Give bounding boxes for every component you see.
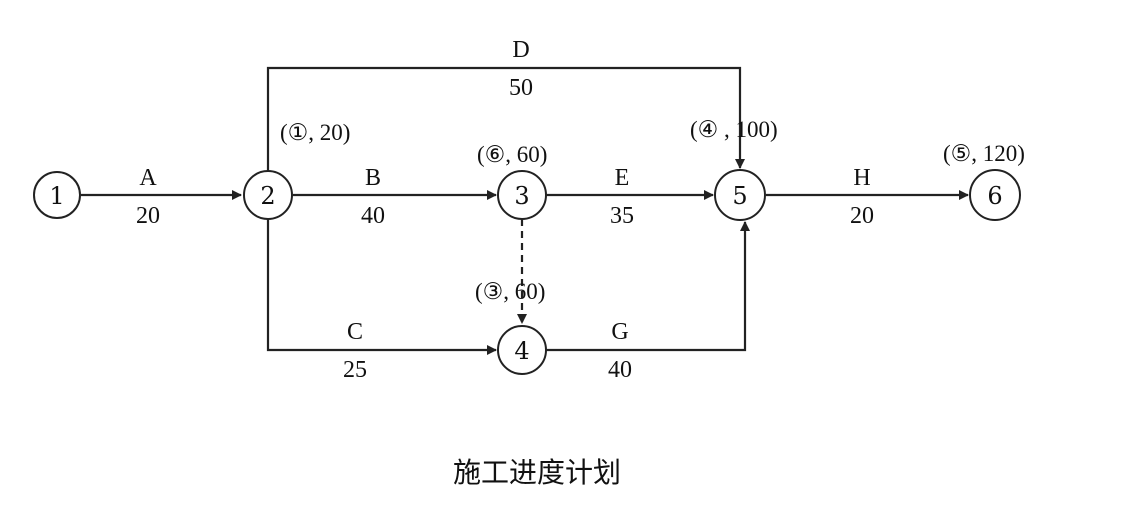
activity-E-duration: 35 (610, 203, 634, 229)
node-4-label: 4 (514, 337, 529, 365)
node-3: 3 (497, 170, 547, 220)
node-5-label: 5 (732, 182, 747, 210)
node-6-circle (969, 169, 1021, 221)
edge-D (266, 66, 745, 171)
activity-H-duration: 20 (850, 203, 874, 229)
node-5: 5 (714, 169, 766, 221)
activity-E-name: E (615, 165, 630, 191)
node-3-circle (497, 170, 547, 220)
node-2-label: 2 (260, 182, 275, 210)
annotation-node-3: (⑥, 60) (477, 142, 547, 167)
node-6-label: 6 (987, 182, 1002, 210)
activity-C-duration: 25 (343, 357, 367, 383)
activity-G-name: G (611, 319, 628, 345)
edge-G (546, 221, 750, 352)
activity-H-name: H (853, 165, 870, 191)
annotation-node-4: (③, 60) (475, 279, 545, 304)
activity-D-name: D (512, 37, 529, 63)
activity-G-duration: 40 (608, 357, 632, 383)
diagram-caption: 施工进度计划 (453, 456, 621, 489)
node-2-circle (243, 170, 293, 220)
node-2: 2 (243, 170, 293, 220)
node-4: 4 (497, 325, 547, 375)
activity-C-name: C (347, 319, 363, 345)
node-4-circle (497, 325, 547, 375)
annotation-node-5: (④ , 100) (690, 117, 778, 142)
node-1-circle (33, 171, 81, 219)
activity-D-duration: 50 (509, 75, 533, 101)
activity-A-name: A (139, 165, 157, 191)
activity-B-name: B (365, 165, 381, 191)
activity-B-duration: 40 (361, 203, 385, 229)
annotation-node-6: (⑤, 120) (943, 141, 1025, 166)
edge-C (266, 219, 497, 355)
node-1-label: 1 (49, 182, 64, 210)
node-5-circle (714, 169, 766, 221)
annotation-node-2: (①, 20) (280, 120, 350, 145)
node-1: 1 (33, 171, 81, 219)
node-3-label: 3 (514, 182, 529, 210)
activity-A-duration: 20 (136, 203, 160, 229)
node-6: 6 (969, 169, 1021, 221)
